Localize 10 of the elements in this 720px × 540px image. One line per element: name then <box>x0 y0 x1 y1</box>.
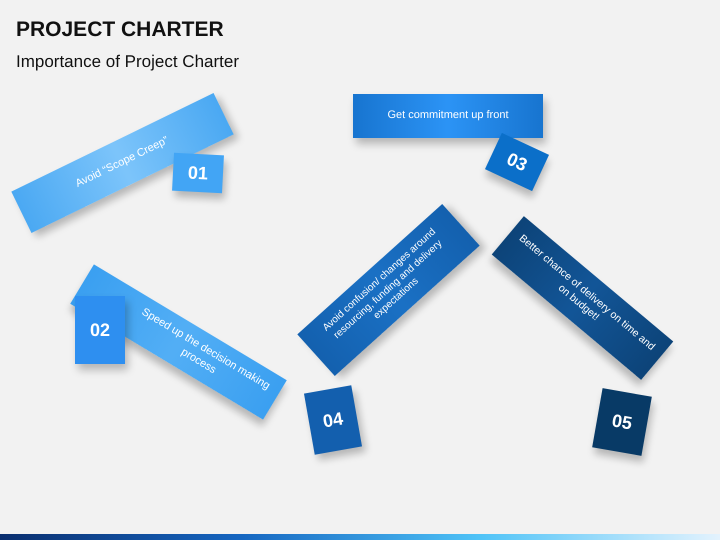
step-number: 02 <box>90 321 110 339</box>
step-number: 03 <box>504 150 530 174</box>
step-number: 01 <box>188 164 208 182</box>
ribbon-text: Get commitment up front <box>387 109 509 123</box>
step-number: 05 <box>610 411 634 433</box>
folded-ribbon <box>353 94 543 138</box>
number-tab <box>592 388 652 456</box>
subtitle: Importance of Project Charter <box>16 51 239 73</box>
step-number: 04 <box>322 409 344 431</box>
title: PROJECT CHARTER <box>16 17 224 43</box>
